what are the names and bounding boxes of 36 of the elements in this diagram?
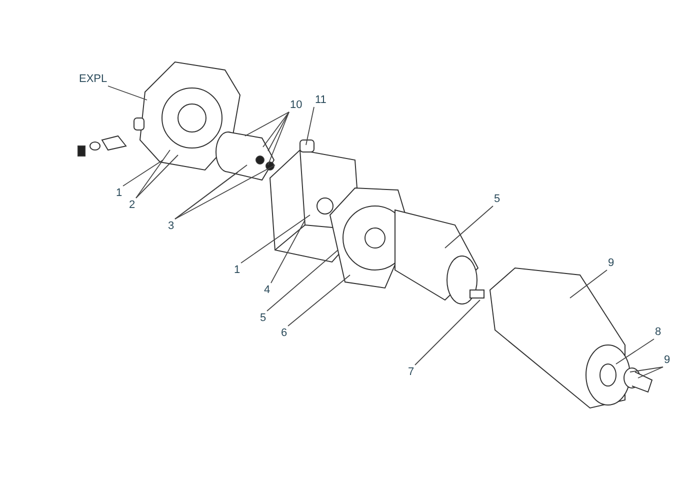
leader-line — [136, 150, 170, 198]
leader-line — [268, 112, 290, 166]
leader-line — [288, 274, 350, 326]
callout-number: 9 — [664, 354, 670, 366]
callout-number: 1 — [116, 187, 122, 199]
leader-line — [136, 154, 178, 198]
leader-line — [122, 160, 164, 186]
leader-line — [444, 206, 494, 248]
callout-number: 6 — [281, 327, 288, 339]
leader-line — [108, 86, 148, 100]
leader-line — [268, 112, 290, 152]
leader-line — [414, 300, 480, 366]
callout-number: 5 — [494, 193, 500, 205]
callout-number: 11 — [315, 94, 326, 106]
leader-line — [616, 338, 654, 364]
callout-number: 3 — [168, 220, 174, 232]
callout-number: 8 — [655, 326, 662, 338]
callout-number: 4 — [264, 284, 270, 296]
leader-line — [638, 366, 664, 378]
leader-line — [240, 214, 310, 264]
callout-number: 10 — [290, 99, 302, 111]
leader-line — [174, 164, 248, 220]
leader-line — [174, 164, 276, 220]
leader-line — [630, 366, 664, 372]
leader-line — [306, 106, 314, 146]
callout-number: 5 — [260, 312, 266, 324]
leader-line — [244, 112, 290, 136]
leader-line — [570, 270, 608, 298]
callout-number: 9 — [608, 257, 614, 269]
callout-number: 1 — [234, 264, 240, 276]
drawing-title: EXPL — [79, 73, 108, 85]
leader-line — [266, 250, 338, 312]
leader-line — [270, 220, 306, 284]
callout-number: 2 — [129, 199, 136, 211]
callout-number: 7 — [408, 366, 414, 378]
leader-line — [262, 112, 290, 148]
